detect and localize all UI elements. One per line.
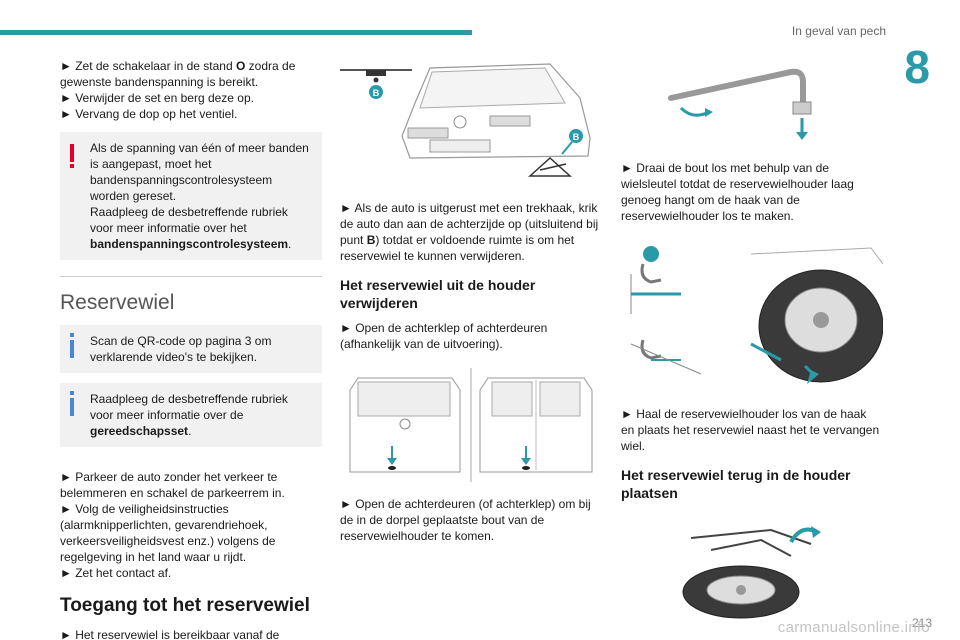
warning-icon xyxy=(70,144,74,162)
spare-wheel-hook-illustration xyxy=(621,234,884,394)
warning-text: Raadpleeg de desbetreffende rubriek voor… xyxy=(90,205,292,251)
info-icon xyxy=(70,398,74,416)
svg-text:B: B xyxy=(573,132,580,142)
info-box: Raadpleeg de desbetreffende rubriek voor… xyxy=(60,383,322,447)
column-2: B B ► Als de auto is uitgerust met een t… xyxy=(340,58,602,544)
step-text: ► Zet het contact af. xyxy=(60,566,172,580)
subsection-heading: Het reservewiel uit de houder verwijdere… xyxy=(340,277,536,311)
step-text: ► Zet de schakelaar in de stand O zodra … xyxy=(60,59,296,89)
van-jack-illustration: B B xyxy=(340,58,602,188)
info-text: Raadpleeg de desbetreffende rubriek voor… xyxy=(90,392,288,438)
warning-box: Als de spanning van één of meer banden i… xyxy=(60,132,322,260)
info-text: Scan de QR-code op pagina 3 om verklaren… xyxy=(90,334,272,364)
chapter-number: 8 xyxy=(904,41,930,93)
step-text: ► Vervang de dop op het ventiel. xyxy=(60,107,238,121)
rear-doors-illustration xyxy=(340,364,602,484)
spare-wheel-cradle-illustration xyxy=(621,510,883,620)
warning-icon-dot xyxy=(70,164,74,168)
step-text: ► Open de achterklep of achterdeuren (af… xyxy=(340,321,548,351)
subsection-heading: Het reservewiel terug in de houder plaat… xyxy=(621,467,851,501)
info-box: Scan de QR-code op pagina 3 om verklaren… xyxy=(60,325,322,373)
step-text: ► Haal de reservewielhouder los van de h… xyxy=(621,407,880,453)
section-title: In geval van pech xyxy=(791,24,886,38)
step-text: ► Open de achterdeuren (of achterklep) o… xyxy=(340,497,591,543)
step-text: ► Verwijder de set en berg deze op. xyxy=(60,91,254,105)
column-3: ► Draai de bout los met behulp van de wi… xyxy=(621,58,884,620)
step-text: ► Parkeer de auto zonder het verkeer te … xyxy=(60,470,285,500)
column-1: ► Zet de schakelaar in de stand O zodra … xyxy=(60,58,322,640)
info-icon-dot xyxy=(70,333,74,337)
warning-text: Als de spanning van één of meer banden i… xyxy=(90,141,309,203)
page-number: 213 xyxy=(911,616,932,630)
step-text: ► Het reservewiel is bereikbaar vanaf de… xyxy=(60,628,280,640)
section-heading: Reservewiel xyxy=(60,276,322,315)
step-text: ► Draai de bout los met behulp van de wi… xyxy=(621,161,854,223)
info-icon-dot xyxy=(70,391,74,395)
watermark: carmanualsonline.info xyxy=(777,619,930,636)
header-accent-bar xyxy=(0,30,472,35)
info-icon xyxy=(70,340,74,358)
wheel-wrench-illustration xyxy=(621,58,883,148)
svg-text:B: B xyxy=(373,88,380,98)
step-text: ► Als de auto is uitgerust met een trekh… xyxy=(340,201,599,263)
step-text: ► Volg de veiligheidsinstructies (alarmk… xyxy=(60,502,276,564)
subsection-heading: Toegang tot het reservewiel xyxy=(60,595,310,616)
